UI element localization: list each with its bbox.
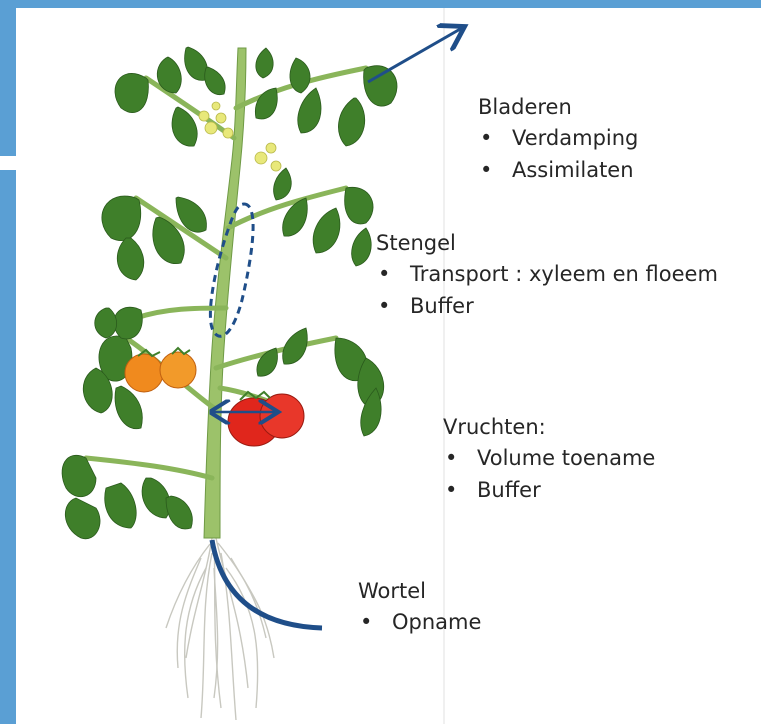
list-item: Verdamping [478,122,638,154]
slide-canvas: Bladeren Verdamping Assimilaten Stengel … [16,8,761,724]
red-tomatoes [228,392,304,446]
label-vruchten: Vruchten: Volume toename Buffer [443,412,655,506]
label-stengel: Stengel Transport : xyleem en floeem Buf… [376,228,718,322]
list-item: Opname [358,606,481,638]
arrow-bladeren [368,28,462,82]
label-bladeren: Bladeren Verdamping Assimilaten [478,92,638,186]
list-item: Buffer [443,474,655,506]
list-item: Volume toename [443,442,655,474]
list-item: Buffer [376,290,718,322]
label-wortel: Wortel Opname [358,576,481,638]
label-wortel-list: Opname [358,606,481,638]
label-bladeren-title: Bladeren [478,92,638,122]
label-bladeren-list: Verdamping Assimilaten [478,122,638,186]
leaves [62,47,397,539]
list-item: Assimilaten [478,154,638,186]
label-wortel-title: Wortel [358,576,481,606]
label-stengel-list: Transport : xyleem en floeem Buffer [376,258,718,322]
orange-tomatoes [125,348,196,392]
label-vruchten-list: Volume toename Buffer [443,442,655,506]
label-vruchten-title: Vruchten: [443,412,655,442]
label-stengel-title: Stengel [376,228,718,258]
list-item: Transport : xyleem en floeem [376,258,718,290]
